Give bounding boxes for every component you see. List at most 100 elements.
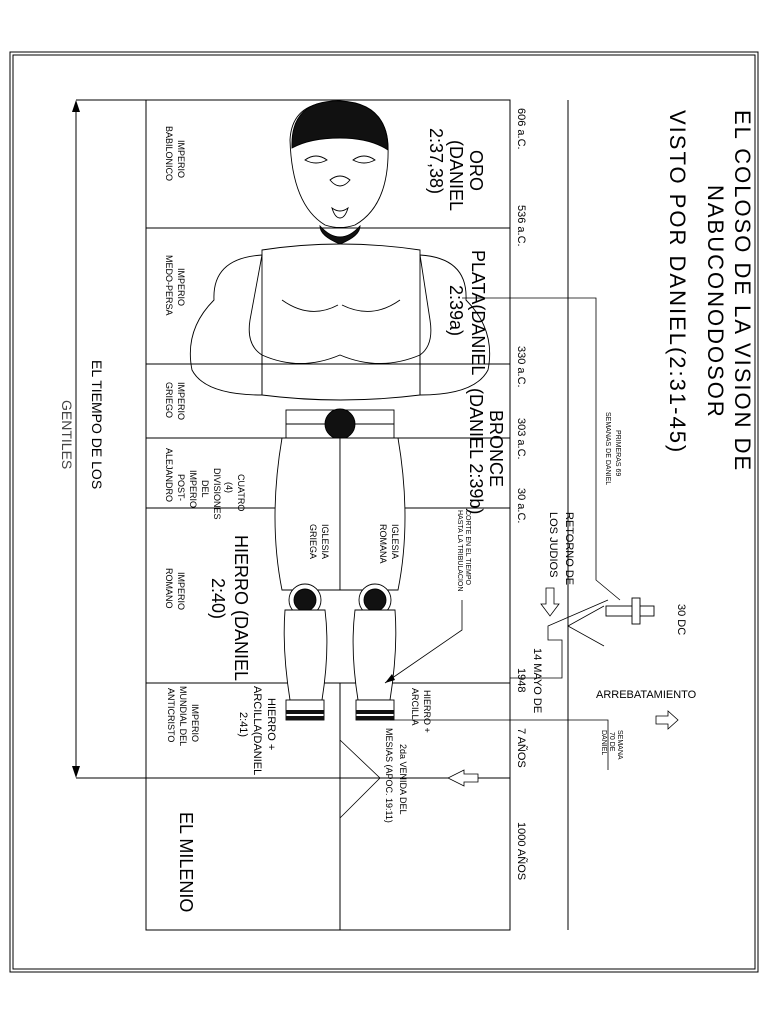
cuatro-divisiones-3: DIVISIONES (212, 468, 222, 520)
cuatro-divisiones-5: IMPERIO (188, 470, 198, 508)
bronce-ref: (DANIEL 2:39b) (466, 388, 486, 514)
date-7-anos: 7 AÑOS (515, 728, 528, 768)
date-1948: 1948 (515, 668, 527, 692)
iglesia-romana-1: IGLESIA (390, 524, 400, 559)
chest (261, 243, 421, 401)
date-14-mayo: 14 MAYO DE (531, 648, 543, 713)
chest-muscle-left (281, 299, 339, 312)
corte-pointer (384, 600, 463, 684)
title-line-1: EL COLOSO DE LA VISION DE (730, 110, 755, 472)
left-knee (293, 588, 317, 612)
toes-label-1: HIERRO + (422, 690, 432, 733)
gentiles-label-1: EL TIEMPO DE LOS (89, 360, 105, 489)
hierro-label: HIERRO (DANIEL (231, 535, 251, 681)
imperio-babilonico-1: IMPERIO (176, 140, 186, 178)
date-536: 536 a.C. (515, 205, 527, 247)
hierro-ref: 2:40) (208, 578, 228, 619)
date-303: 303 a.C. (515, 418, 527, 460)
section-grid (76, 99, 569, 931)
semana-70-1: SEMANA (616, 730, 623, 760)
title-line-3: VISTO POR DANIEL(2:31-45) (665, 110, 690, 454)
date-606: 606 a.C. (515, 108, 527, 150)
left-thigh (274, 437, 341, 591)
neck (319, 224, 361, 245)
title-line-2: NABUCONODOSOR (703, 185, 728, 419)
oro-ref-1: (DANIEL (446, 140, 466, 211)
date-1000-anos: 1000 AÑOS (515, 822, 528, 880)
cuatro-divisiones-2: (4) (224, 482, 234, 493)
right-eye (352, 155, 376, 164)
imperio-medo-persa-1: IMPERIO (176, 268, 186, 306)
cuatro-divisiones-6: POST- (176, 474, 186, 501)
retorno-arrow (540, 587, 560, 617)
imperio-babilonico-2: BABILONICO (164, 126, 174, 181)
mouth (331, 206, 349, 219)
right-knee (363, 588, 387, 612)
primeras-semanas-bracket (462, 297, 621, 601)
corte-label-1: CORTE EN EL TIEMPO (464, 510, 471, 585)
diagram-title: EL COLOSO DE LA VISION DE NABUCONODOSOR … (665, 110, 755, 472)
retorno-label-1: RETORNO DE (563, 512, 575, 585)
inner-frame (12, 54, 756, 970)
imperio-anticristo-3: ANTICRISTO (166, 688, 176, 742)
left-eye (304, 155, 328, 164)
folded-arms (261, 354, 421, 364)
second-coming-lines (339, 739, 381, 819)
plata-ref: 2:39a) (446, 285, 466, 336)
dc30-label: 30 DC (675, 604, 687, 635)
milenio-label: EL MILENIO (176, 812, 196, 912)
primeras-semanas-2: SEMANAS DE DANIEL (604, 412, 611, 485)
corte-pointer-head (385, 674, 395, 683)
plata-label: PLATA(DANIEL (468, 250, 488, 375)
corte-label-2: HASTA LA TRIBULACION (456, 510, 463, 591)
retorno-label-2: LOS JUDIOS (547, 512, 559, 577)
imperio-romano-1: IMPERIO (176, 572, 186, 610)
hierro-arcilla-label: HIERRO + (265, 698, 277, 750)
cuatro-divisiones-7: ALEJANDRO (164, 448, 174, 502)
oro-ref-2: 2:37,38) (426, 128, 446, 194)
right-arm (419, 254, 491, 396)
gentiles-arrow (72, 100, 80, 778)
hierro-arcilla-ref-1: ARCILLA(DANIEL (251, 686, 263, 775)
hair (291, 100, 389, 151)
outer-frame (9, 51, 759, 973)
belt-buckle (324, 408, 356, 440)
date-330: 330 a.C. (515, 346, 527, 388)
segunda-venida-1: 2da VENIDA DEL (398, 744, 408, 815)
timeline: 606 a.C. 536 a.C. 330 a.C. 303 a.C. 30 a… (515, 108, 543, 880)
arrebatamiento-label: ARREBATAMIENTO (596, 689, 697, 701)
cuatro-divisiones-4: DEL (200, 480, 210, 498)
gentiles-label-2: GENTILES (59, 400, 75, 469)
arrebatamiento-arrow (655, 710, 679, 730)
second-coming-arrow (447, 769, 479, 787)
imperio-griego-1: IMPERIO (176, 382, 186, 420)
iglesia-romana-2: ROMANA (378, 524, 388, 564)
iglesia-griega-1: IGLESIA (320, 524, 330, 559)
cuatro-divisiones-1: CUATRO (236, 474, 246, 511)
iglesia-griega-2: GRIEGA (308, 524, 318, 559)
toes-label-2: ARCILLA (410, 688, 420, 726)
segunda-venida-2: MESIAS (APOC. 19:11) (384, 728, 394, 823)
statue-figure (189, 100, 491, 721)
date-30: 30 a.C. (515, 488, 527, 523)
semana-70-3: DANIEL (600, 730, 607, 755)
semana-70-2: 70 DE (608, 732, 615, 752)
primeras-semanas-1: PRIMERAS 69 (614, 430, 621, 476)
bronce-label: BRONCE (486, 410, 506, 487)
imperio-medo-persa-2: MEDO-PERSA (164, 255, 174, 316)
right-shin (352, 609, 397, 701)
oro-label: ORO (466, 150, 486, 191)
imperio-romano-2: ROMANO (164, 568, 174, 609)
nose (329, 175, 351, 187)
chest-muscle-right (341, 299, 401, 312)
right-thigh (339, 437, 406, 591)
cross-icon (605, 597, 655, 625)
semana-70-bracket (390, 719, 609, 770)
left-shin (283, 609, 328, 701)
imperio-anticristo-1: IMPERIO (190, 704, 200, 742)
imperio-griego-2: GRIEGO (164, 382, 174, 418)
hierro-arcilla-ref-2: 2:41) (237, 712, 249, 737)
imperio-anticristo-2: MUNDIAL DEL (178, 686, 188, 746)
left-arm (189, 254, 263, 396)
